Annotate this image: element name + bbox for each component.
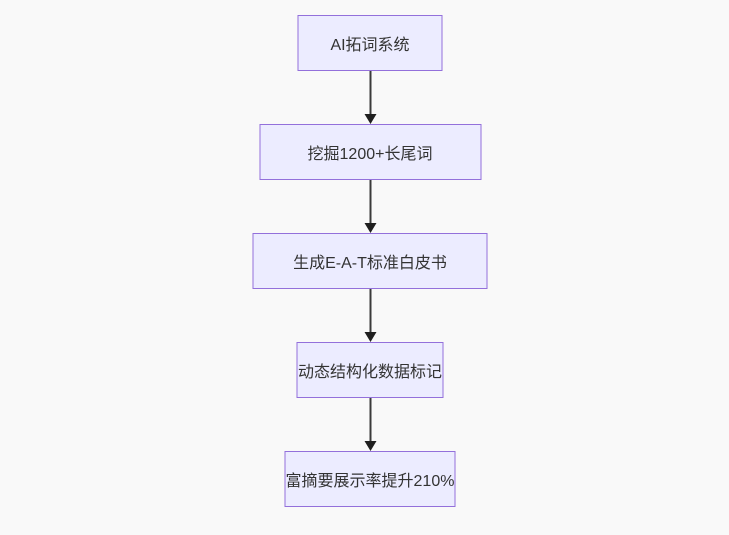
arrow-down-icon <box>364 332 376 342</box>
arrow-down-icon <box>364 441 376 451</box>
flow-node-label: AI拓词系统 <box>330 37 410 54</box>
flow-node-longtail-mining: 挖掘1200+长尾词 <box>259 124 481 180</box>
arrow-line <box>369 398 371 441</box>
flow-node-label: 富摘要展示率提升210% <box>285 473 455 490</box>
flow-node-label: 动态结构化数据标记 <box>297 364 442 381</box>
flow-node-structured-data-markup: 动态结构化数据标记 <box>296 342 443 398</box>
flow-edge-c-d <box>364 289 376 342</box>
flow-node-ai-word-expansion: AI拓词系统 <box>297 15 443 71</box>
arrow-line <box>369 71 371 114</box>
flowchart: AI拓词系统 挖掘1200+长尾词 生成E-A-T标准白皮书 动态结构化数据标记… <box>252 15 488 507</box>
flow-edge-d-e <box>364 398 376 451</box>
flow-edge-a-b <box>364 71 376 124</box>
flow-node-eat-whitepaper: 生成E-A-T标准白皮书 <box>252 233 488 289</box>
flow-node-label: 生成E-A-T标准白皮书 <box>293 255 447 272</box>
flow-edge-b-c <box>364 180 376 233</box>
arrow-line <box>369 289 371 332</box>
arrow-down-icon <box>364 223 376 233</box>
flow-node-label: 挖掘1200+长尾词 <box>307 146 433 163</box>
flow-node-rich-snippet-uplift: 富摘要展示率提升210% <box>284 451 456 507</box>
arrow-line <box>369 180 371 223</box>
arrow-down-icon <box>364 114 376 124</box>
